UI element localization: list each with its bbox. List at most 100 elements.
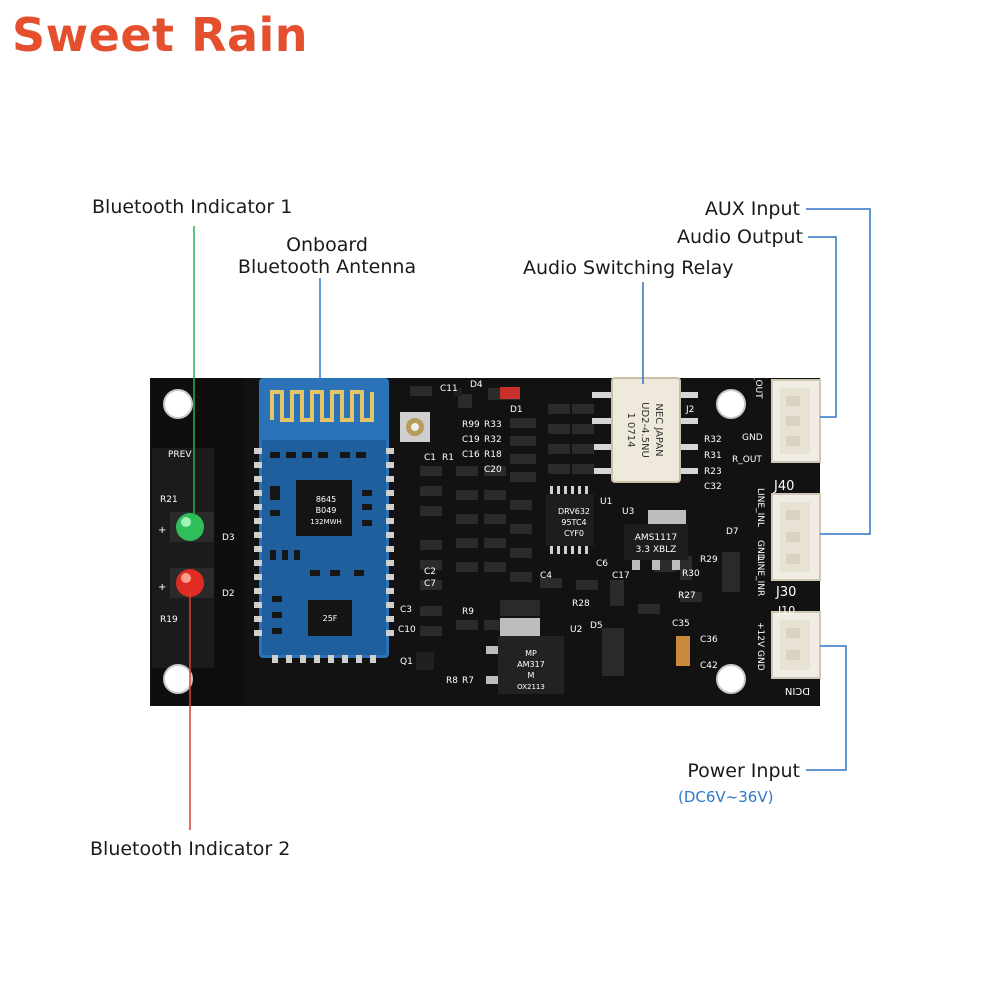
svg-text:R9: R9 xyxy=(462,607,474,617)
svg-text:U1: U1 xyxy=(600,497,612,507)
silkscreen-labels: PREV R21 D3 D2 R19 + + C11 D4 D1 R99 R33… xyxy=(158,370,810,696)
label-bt-indicator-2: Bluetooth Indicator 2 xyxy=(90,838,291,860)
drv632-chip: DRV632 95TC4 CYF0 xyxy=(546,486,594,554)
svg-text:R32: R32 xyxy=(484,435,502,445)
leader-power-input xyxy=(806,645,847,771)
svg-text:C32: C32 xyxy=(704,482,722,492)
svg-text:R29: R29 xyxy=(700,555,718,565)
svg-text:R23: R23 xyxy=(704,467,722,477)
relay: NEC JAPAN UD2-4.5NU 1 0714 xyxy=(592,377,698,483)
svg-text:R1: R1 xyxy=(442,453,454,463)
svg-text:3.3 XBLZ: 3.3 XBLZ xyxy=(636,545,677,555)
svg-text:PREV: PREV xyxy=(168,450,192,460)
svg-text:R30: R30 xyxy=(682,569,700,579)
svg-text:J10: J10 xyxy=(777,604,795,617)
label-antenna-line1: Onboard xyxy=(286,234,368,256)
svg-text:D2: D2 xyxy=(222,589,235,599)
svg-text:DRV632: DRV632 xyxy=(558,507,590,516)
svg-text:L_OUT: L_OUT xyxy=(753,370,763,399)
svg-text:R33: R33 xyxy=(484,420,502,430)
leader-audio-output xyxy=(808,236,837,418)
svg-text:Q1: Q1 xyxy=(400,657,413,667)
svg-text:LINE_INR: LINE_INR xyxy=(755,556,765,596)
svg-text:U3: U3 xyxy=(622,507,634,517)
svg-text:R18: R18 xyxy=(484,450,502,460)
mount-hole xyxy=(716,389,746,419)
power-regulator: MP AM317 M OX2113 xyxy=(486,618,564,694)
antenna-trace xyxy=(270,390,374,422)
label-power-range: (DC6V~36V) xyxy=(678,788,774,806)
svg-text:R8: R8 xyxy=(446,676,458,686)
svg-text:J40: J40 xyxy=(773,479,794,494)
mount-hole xyxy=(163,389,193,419)
svg-text:+: + xyxy=(158,525,166,536)
flash-chip xyxy=(308,600,352,636)
svg-text:8645: 8645 xyxy=(316,495,336,504)
svg-text:25F: 25F xyxy=(323,614,338,623)
svg-text:J30: J30 xyxy=(775,585,796,600)
label-relay: Audio Switching Relay xyxy=(523,257,734,279)
svg-text:R27: R27 xyxy=(678,591,696,601)
svg-text:C35: C35 xyxy=(672,619,690,629)
connector-j10-dcin xyxy=(771,611,821,679)
svg-text:C42: C42 xyxy=(700,661,718,671)
svg-text:NEC JAPAN: NEC JAPAN xyxy=(653,403,664,456)
connector-j40-output xyxy=(771,379,821,463)
svg-text:D5: D5 xyxy=(590,621,603,631)
svg-text:D3: D3 xyxy=(222,533,235,543)
svg-text:C11: C11 xyxy=(440,384,458,394)
svg-text:95TC4: 95TC4 xyxy=(561,518,586,527)
svg-text:R32: R32 xyxy=(704,435,722,445)
svg-text:C17: C17 xyxy=(612,571,630,581)
svg-text:C7: C7 xyxy=(424,579,436,589)
svg-text:C1: C1 xyxy=(424,453,436,463)
svg-text:C4: C4 xyxy=(540,571,552,581)
svg-text:J2: J2 xyxy=(685,405,694,415)
svg-text:R99: R99 xyxy=(462,420,480,430)
svg-text:D1: D1 xyxy=(510,405,523,415)
svg-text:GND: GND xyxy=(755,540,765,561)
svg-text:D4: D4 xyxy=(470,380,483,390)
svg-text:M: M xyxy=(528,671,535,680)
svg-text:OX2113: OX2113 xyxy=(517,683,545,691)
svg-text:AM317: AM317 xyxy=(517,660,545,669)
green-led xyxy=(170,512,214,542)
label-aux-input: AUX Input xyxy=(704,198,800,220)
svg-text:LINE_INL: LINE_INL xyxy=(755,488,765,527)
svg-text:C2: C2 xyxy=(424,567,436,577)
connector-j30-input xyxy=(771,493,821,581)
svg-text:CYF0: CYF0 xyxy=(564,529,584,538)
svg-text:R7: R7 xyxy=(462,676,474,686)
svg-text:DCIN: DCIN xyxy=(785,685,810,696)
bt-chip xyxy=(296,480,352,536)
brand-title: Sweet Rain xyxy=(12,8,309,62)
label-antenna-line2: Bluetooth Antenna xyxy=(237,256,417,278)
svg-text:R21: R21 xyxy=(160,495,178,505)
svg-text:C16: C16 xyxy=(462,450,480,460)
red-led xyxy=(170,568,214,598)
svg-text:B049: B049 xyxy=(316,506,337,515)
svg-text:C20: C20 xyxy=(484,465,502,475)
svg-text:C36: C36 xyxy=(700,635,718,645)
svg-text:R19: R19 xyxy=(160,615,178,625)
bluetooth-module: 8645 B049 132MWH 25F xyxy=(254,378,394,663)
svg-text:C6: C6 xyxy=(596,559,608,569)
svg-text:MP: MP xyxy=(525,649,537,658)
svg-text:+: + xyxy=(158,582,166,593)
svg-text:AMS1117: AMS1117 xyxy=(635,533,678,543)
svg-text:132MWH: 132MWH xyxy=(310,518,342,526)
mount-hole xyxy=(163,664,193,694)
tantalum-capacitor xyxy=(676,636,690,666)
leader-aux-input xyxy=(806,208,871,535)
label-audio-output: Audio Output xyxy=(676,226,803,248)
svg-text:C19: C19 xyxy=(462,435,480,445)
svg-text:D7: D7 xyxy=(726,527,739,537)
svg-text:R_OUT: R_OUT xyxy=(732,455,762,465)
svg-text:GND: GND xyxy=(755,650,765,671)
svg-text:R28: R28 xyxy=(572,599,590,609)
svg-text:R31: R31 xyxy=(704,451,722,461)
callout-leaders xyxy=(189,208,871,830)
ufl-connector xyxy=(400,412,430,442)
ams1117-regulator: AMS1117 3.3 XBLZ xyxy=(624,510,688,570)
